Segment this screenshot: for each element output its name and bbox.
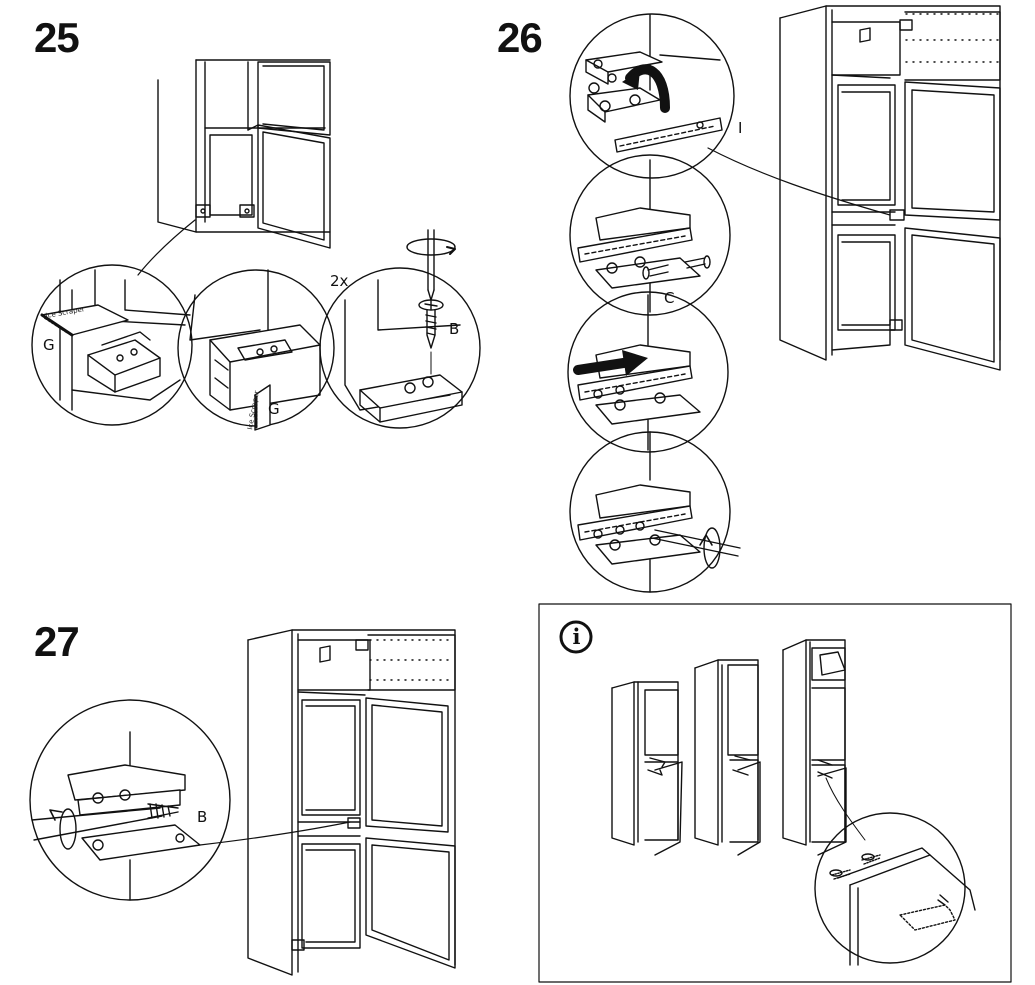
step-27-detail <box>29 699 231 901</box>
step-27-number: 27 <box>34 618 80 665</box>
step-26-cabinet <box>779 5 1001 371</box>
step-25-illustration <box>31 59 481 431</box>
step-26-detail-4 <box>569 431 741 593</box>
label-part-i: I <box>738 119 742 137</box>
info-fridge-1 <box>611 681 683 856</box>
step-27-illustration <box>29 629 456 976</box>
label-screw-b-27: B <box>197 808 207 826</box>
label-screw-b: B <box>449 320 459 338</box>
step-25-detail-left <box>31 264 193 426</box>
step-25-detail-middle <box>177 269 335 431</box>
label-part-c: C <box>664 289 674 307</box>
info-detail <box>814 812 976 966</box>
info-fridge-2 <box>694 659 761 856</box>
info-fridge-3 <box>782 639 847 856</box>
step-26-detail-2 <box>569 154 731 316</box>
info-icon <box>559 620 593 654</box>
step-25-number: 25 <box>34 14 80 61</box>
step-27-cabinet <box>247 629 456 976</box>
label-g-left: G <box>43 336 55 354</box>
label-quantity: 2x <box>330 272 349 290</box>
step-26-detail-1 <box>569 13 735 179</box>
step-25-detail-right <box>319 229 481 429</box>
info-icon-glyph: i <box>572 624 581 649</box>
step-26-illustration <box>567 5 1001 593</box>
step-26-number: 26 <box>497 14 543 61</box>
info-box <box>538 603 1012 983</box>
step-25-cabinet <box>157 59 331 249</box>
step-26-detail-3 <box>567 291 729 453</box>
label-g-right: G <box>268 400 280 418</box>
